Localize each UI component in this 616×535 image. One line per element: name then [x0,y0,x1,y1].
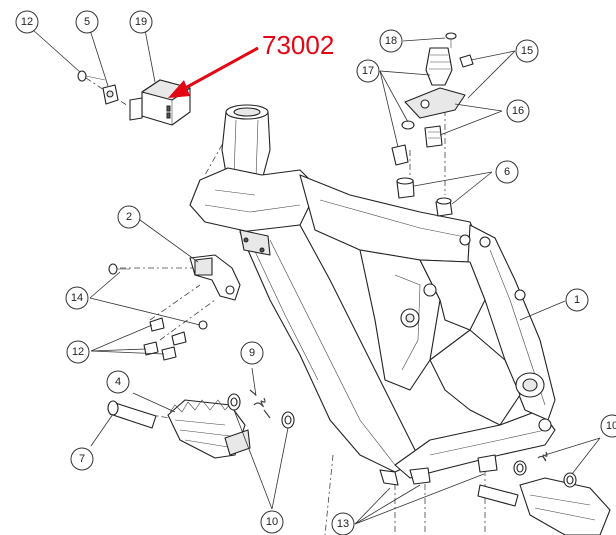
footpeg-right [477,451,611,535]
svg-text:2: 2 [126,211,132,223]
highlight-part-number: 73002 [262,30,334,60]
callout-17[interactable]: 17 [356,59,380,83]
svg-text:19: 19 [135,16,147,28]
screw-and-nut-top-left [77,70,129,107]
callout-13[interactable]: 13 [331,512,355,535]
callout-18[interactable]: 18 [379,29,403,53]
svg-text:5: 5 [84,16,90,28]
svg-text:6: 6 [504,166,510,178]
svg-text:14: 14 [71,292,83,304]
bracket-part-2 [108,254,241,330]
callout-2[interactable]: 2 [117,205,141,229]
svg-text:16: 16 [512,105,524,117]
springs-and-washers-left [227,389,295,429]
callout-12-top[interactable]: 12 [15,10,39,34]
svg-text:12: 12 [72,346,84,358]
callout-9[interactable]: 9 [240,341,264,365]
frame [189,104,556,486]
highlight-arrowhead [168,80,190,98]
svg-text:17: 17 [362,65,374,77]
callout-4[interactable]: 4 [106,370,130,394]
callout-19[interactable]: 19 [129,10,153,34]
svg-text:12: 12 [21,16,33,28]
callout-15[interactable]: 15 [515,39,539,63]
highlight-annotation: 73002 [168,30,334,98]
svg-text:7: 7 [79,453,85,465]
leader-lines [32,29,601,525]
footpeg-left [107,399,251,459]
callout-7[interactable]: 7 [70,447,94,471]
svg-text:10: 10 [266,516,278,528]
callouts: 12 5 19 18 17 15 16 6 [15,10,616,535]
callout-10-left[interactable]: 10 [260,510,284,534]
callout-1[interactable]: 1 [565,288,589,312]
callout-12-middle[interactable]: 12 [66,340,90,364]
callout-14[interactable]: 14 [65,286,89,310]
callout-5[interactable]: 5 [75,10,99,34]
svg-text:9: 9 [249,347,255,359]
svg-text:10: 10 [606,420,616,432]
svg-text:15: 15 [521,45,533,57]
svg-text:4: 4 [115,376,121,388]
callout-10-right[interactable]: 10 [600,414,616,438]
svg-text:13: 13 [337,518,349,530]
callout-6[interactable]: 6 [495,160,519,184]
bolts-part-6 [396,177,453,217]
ignition-switch-assembly [391,32,474,166]
callout-16[interactable]: 16 [506,99,530,123]
svg-text:1: 1 [574,294,580,306]
svg-text:18: 18 [385,35,397,47]
screws-12-middle [143,317,187,361]
